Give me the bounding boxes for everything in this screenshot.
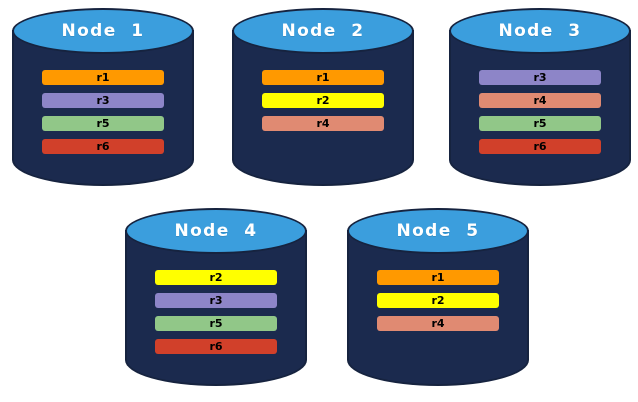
node-title-label: Node 5 [396,221,480,241]
cylinder-body [449,30,631,186]
replica-bar[interactable]: r1 [42,70,164,85]
cylinder-top-ellipse [232,8,414,54]
cylinder-body [12,30,194,186]
cylinder-body [125,230,307,386]
replica-bar[interactable]: r6 [155,339,277,354]
replica-bar[interactable]: r2 [262,93,384,108]
replica-list: r1 r2 r4 [377,270,499,331]
replica-bar[interactable]: r4 [377,316,499,331]
replica-bar[interactable]: r3 [42,93,164,108]
replica-bar[interactable]: r2 [377,293,499,308]
replica-bar[interactable]: r4 [262,116,384,131]
database-node-3[interactable]: Node 3 r3 r4 r5 r6 [449,8,631,186]
node-title-label: Node 1 [61,21,145,41]
replica-bar[interactable]: r1 [377,270,499,285]
replica-bar[interactable]: r4 [479,93,601,108]
replica-bar[interactable]: r3 [155,293,277,308]
node-title-label: Node 2 [281,21,365,41]
replica-bar[interactable]: r5 [42,116,164,131]
replica-bar[interactable]: r2 [155,270,277,285]
database-node-5[interactable]: Node 5 r1 r2 r4 [347,208,529,386]
replica-list: r3 r4 r5 r6 [479,70,601,154]
cylinder-top-ellipse [12,8,194,54]
cylinder-top-ellipse [347,208,529,254]
cylinder-body [232,30,414,186]
database-node-1[interactable]: Node 1 r1 r3 r5 r6 [12,8,194,186]
replica-bar[interactable]: r5 [479,116,601,131]
replica-bar[interactable]: r3 [479,70,601,85]
cylinder-body [347,230,529,386]
replica-bar[interactable]: r6 [42,139,164,154]
cylinder-top-ellipse [449,8,631,54]
node-title-label: Node 3 [498,21,582,41]
replica-bar[interactable]: r6 [479,139,601,154]
replica-bar[interactable]: r5 [155,316,277,331]
replica-list: r2 r3 r5 r6 [155,270,277,354]
database-node-4[interactable]: Node 4 r2 r3 r5 r6 [125,208,307,386]
database-node-2[interactable]: Node 2 r1 r2 r4 [232,8,414,186]
replica-list: r1 r2 r4 [262,70,384,131]
replica-list: r1 r3 r5 r6 [42,70,164,154]
cylinder-top-ellipse [125,208,307,254]
replica-bar[interactable]: r1 [262,70,384,85]
node-title-label: Node 4 [174,221,258,241]
